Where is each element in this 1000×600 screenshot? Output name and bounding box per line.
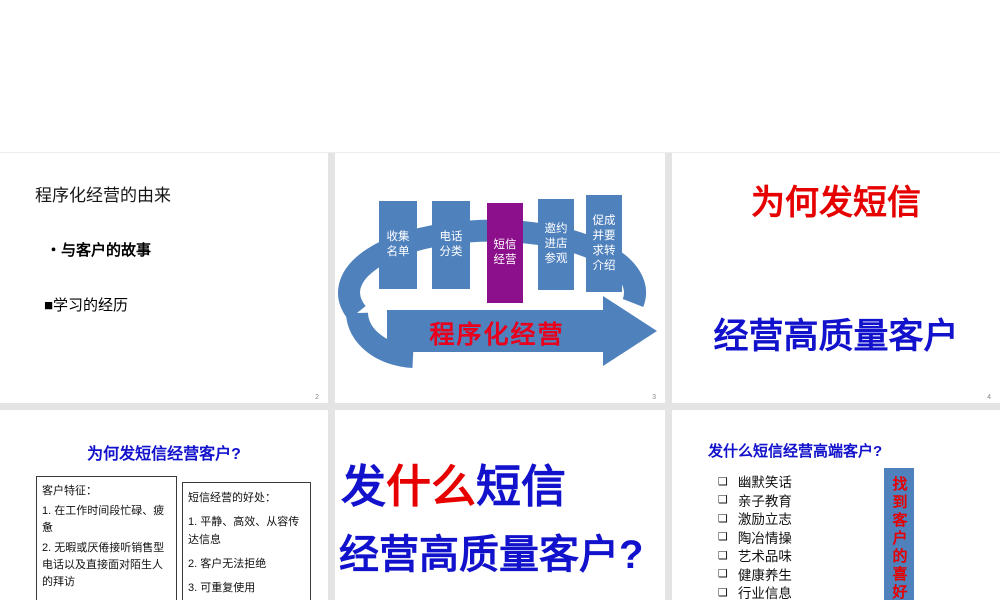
flow-banner-label: 程序化经营 — [429, 321, 565, 349]
checklist-item-label: 幽默笑话 — [737, 475, 792, 491]
slide6-checklist: ❑ 幽默笑话 ❑ 亲子教育 ❑ 激励立志 ❑ 陶冶情操 ❑ 艺术品味 ❑ 健康养生 ❑ 行业信… — [718, 472, 792, 600]
customer-traits-heading: 客户特征： — [42, 485, 97, 497]
customer-traits-box: 客户特征： 1. 在工作时间段忙碌、疲惫 2. 无暇或厌倦接听销售型电话以及直接… — [36, 476, 177, 600]
checklist-item-label: 艺术品味 — [737, 549, 792, 565]
checklist-item: ❑ 激励立志 — [718, 509, 792, 528]
checklist-item-label: 激励立志 — [737, 512, 792, 528]
flow-step-invite-visit: 邀约进店参观 — [538, 199, 574, 290]
flow-step-collect-names: 收集名单 — [379, 201, 417, 289]
flow-loop-arrow — [338, 219, 657, 368]
slide6-vertical-banner-text: 找到客户的喜好 — [890, 476, 908, 600]
slide3-headline-red: 为何发短信 — [751, 184, 921, 222]
checklist-item-label: 亲子教育 — [737, 493, 792, 509]
checkbox-icon: ❑ — [718, 586, 728, 599]
checklist-item: ❑ 亲子教育 — [718, 491, 792, 510]
slide-thumbnail-5[interactable]: 为何发短信经营客户? 客户特征： 1. 在工作时间段忙碌、疲惫 2. 无暇或厌倦… — [0, 410, 328, 600]
sms-benefits-box: 短信经营的好处： 1. 平静、高效、从容传达信息 2. 客户无法拒绝 3. 可重… — [182, 482, 311, 600]
flow-step-close-referral: 促成并要求转介绍 — [586, 195, 622, 292]
checkbox-icon: ❑ — [718, 568, 728, 581]
slide5-word-shenme: 什么 — [386, 461, 477, 512]
checklist-item: ❑ 行业信息 — [718, 583, 792, 600]
sms-benefits-heading: 短信经营的好处： — [188, 492, 276, 504]
customer-trait-item: 1. 在工作时间段忙碌、疲惫 — [42, 505, 165, 534]
slide-thumbnail-6[interactable]: 发什么短信 经营高质量客户? — [335, 410, 665, 600]
checkbox-icon: ❑ — [718, 531, 728, 544]
slide-thumbnail-7[interactable]: 发什么短信经营高端客户? ❑ 幽默笑话 ❑ 亲子教育 ❑ 激励立志 ❑ 陶冶情操 ❑ 艺术… — [672, 410, 1000, 600]
slide6-vertical-banner: 找到客户的喜好 — [884, 468, 914, 600]
checklist-item: ❑ 艺术品味 — [718, 546, 792, 565]
slide6-title: 发什么短信经营高端客户? — [708, 443, 883, 460]
checklist-item: ❑ 陶冶情操 — [718, 528, 792, 547]
checklist-item-label: 健康养生 — [737, 567, 792, 583]
slide1-title: 程序化经营的由来 — [35, 186, 171, 205]
slide-thumbnail-4[interactable]: 为何发短信 经营高质量客户 4 — [672, 153, 1000, 403]
checklist-item-label: 陶冶情操 — [737, 530, 792, 546]
slide-thumbnail-3[interactable]: 收集名单 电话分类 短信经营 邀约进店参观 促成并要求转介绍 程序化经营 3 — [335, 153, 665, 403]
checklist-item-label: 行业信息 — [737, 586, 792, 600]
slide5-word-duanxin: 短信 — [476, 461, 567, 512]
slide4-title: 为何发短信经营客户? — [87, 446, 241, 463]
checkbox-icon: ❑ — [718, 549, 728, 562]
checkbox-icon: ❑ — [718, 512, 728, 525]
checkbox-icon: ❑ — [718, 475, 728, 488]
checkbox-icon: ❑ — [718, 494, 728, 507]
slide1-bullet-2: ■学习的经历 — [44, 297, 129, 314]
slide-thumbnail-2[interactable]: 程序化经营的由来 ・与客户的故事 ■学习的经历 2 — [0, 153, 328, 403]
slide1-page-number: 2 — [315, 394, 319, 401]
slide5-headline-line1: 发什么短信 — [341, 450, 566, 515]
slide5-word-fa: 发 — [341, 461, 387, 512]
flow-step-phone-sort: 电话分类 — [432, 201, 470, 289]
top-blank-area — [0, 0, 1000, 152]
slide2-page-number: 3 — [652, 394, 656, 401]
sms-benefit-item: 2. 客户无法拒绝 — [188, 558, 267, 570]
slide3-page-number: 4 — [987, 394, 991, 401]
slide-grid: 程序化经营的由来 ・与客户的故事 ■学习的经历 2 收集名单 电话分类 短信经营… — [0, 152, 1000, 600]
sms-benefit-item: 3. 可重复使用 — [188, 582, 256, 594]
arrowhead-icon — [603, 296, 657, 366]
slide1-bullet-1: ・与客户的故事 — [46, 242, 152, 259]
flow-step-sms-manage: 短信经营 — [487, 203, 523, 303]
sms-benefit-item: 1. 平静、高效、从容传达信息 — [188, 516, 300, 546]
checklist-item: ❑ 幽默笑话 — [718, 472, 792, 491]
customer-trait-item: 2. 无暇或厌倦接听销售型电话以及直接面对陌生人的拜访 — [42, 542, 165, 588]
slide5-headline-line2: 经营高质量客户? — [339, 533, 644, 577]
checklist-item: ❑ 健康养生 — [718, 565, 792, 584]
slide3-headline-blue: 经营高质量客户 — [713, 317, 959, 356]
